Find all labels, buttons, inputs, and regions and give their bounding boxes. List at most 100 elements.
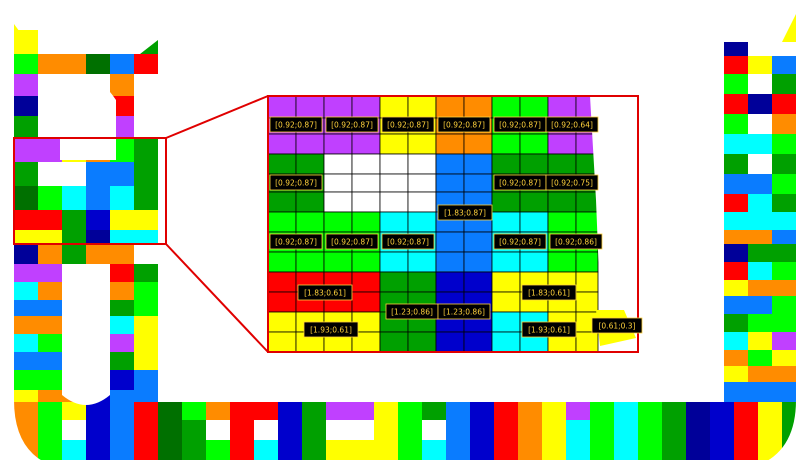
mesh-cell <box>326 440 350 460</box>
zoom-cell <box>379 251 409 273</box>
mesh-cell <box>14 244 38 264</box>
value-label: [0.92;0.87] <box>325 233 379 250</box>
zoom-cell <box>547 191 577 213</box>
mesh-cell <box>14 300 38 316</box>
value-label-text: [0.92;0.87] <box>387 121 429 130</box>
mesh-cell <box>686 420 710 440</box>
window-hole <box>60 79 116 160</box>
mesh-cell <box>772 262 796 280</box>
zoom-cell <box>379 191 409 213</box>
mesh-cell <box>710 402 734 420</box>
mesh-cell <box>86 54 110 74</box>
mesh-cell <box>110 352 134 370</box>
value-label-text: [1.23;0.86] <box>391 308 433 317</box>
mesh-cell <box>772 350 796 366</box>
value-label: [0.92;0.87] <box>269 174 323 191</box>
zoom-cell <box>491 271 521 293</box>
mesh-cell <box>398 402 422 420</box>
mesh-cell <box>38 440 62 460</box>
mesh-cell <box>110 264 134 282</box>
mesh-cell <box>110 244 134 264</box>
mesh-cell <box>724 314 748 332</box>
mesh-cell <box>110 74 134 96</box>
mesh-cell <box>134 334 158 352</box>
zoom-cell <box>379 211 409 233</box>
mesh-cell <box>38 282 62 300</box>
value-label-box <box>325 233 379 250</box>
zoom-cell <box>463 133 493 155</box>
mesh-cell <box>14 230 38 244</box>
zoom-cell <box>435 95 465 119</box>
mesh-cell <box>772 332 796 350</box>
mesh-cell <box>542 402 566 420</box>
mesh-cell <box>748 350 772 366</box>
mesh-cell <box>350 440 374 460</box>
mesh-cell <box>62 244 86 264</box>
mesh-cell <box>710 440 734 460</box>
mesh-cell <box>86 210 110 230</box>
mesh-cell <box>134 162 158 186</box>
mesh-cell <box>158 420 182 440</box>
mesh-cell <box>38 230 62 244</box>
mesh-cell <box>38 264 62 282</box>
value-label: [0.92;0.87] <box>269 233 323 250</box>
zoom-cell <box>295 133 325 155</box>
mesh-cell <box>38 186 62 210</box>
mesh-cell <box>86 230 110 244</box>
mesh-cell <box>134 210 158 230</box>
value-label-box <box>381 233 435 250</box>
zoom-cell <box>267 331 297 353</box>
zoom-cell <box>351 291 381 313</box>
mesh-cell <box>518 402 542 420</box>
zoom-cell <box>351 211 381 233</box>
value-label-box <box>493 233 547 250</box>
mesh-cell <box>134 420 158 440</box>
mesh-cell <box>110 334 134 352</box>
zoom-cell <box>323 153 353 175</box>
value-label-box <box>437 303 491 320</box>
mesh-cell <box>724 94 748 114</box>
value-label: [0.92;0.75] <box>545 174 599 191</box>
zoom-cell <box>351 251 381 273</box>
mesh-cell <box>14 116 38 138</box>
zoom-cell <box>435 331 465 353</box>
value-label: [1.93;0.61] <box>303 321 359 338</box>
mesh-cell <box>422 440 446 460</box>
value-label: [0.92;0.87] <box>437 116 491 133</box>
value-label: [1.23;0.86] <box>385 303 439 320</box>
mesh-cell <box>230 402 254 420</box>
mesh-cell <box>206 402 230 420</box>
mesh-cell <box>110 54 134 74</box>
mesh-cell <box>374 402 398 420</box>
mesh-cell <box>86 420 110 440</box>
value-label: [0.92;0.87] <box>325 116 379 133</box>
value-label-text: [0.61;0.3] <box>598 322 635 331</box>
mesh-cell <box>62 440 86 460</box>
mesh-cell <box>748 262 772 280</box>
zoom-cell <box>379 133 409 155</box>
value-label-box <box>437 116 491 133</box>
zoom-cell <box>267 271 297 293</box>
zoom-cell <box>323 95 353 119</box>
mesh-cell <box>398 440 422 460</box>
mesh-cell <box>724 244 748 262</box>
zoom-cell <box>491 311 521 333</box>
zoom-cell <box>463 251 493 273</box>
mesh-cell <box>134 186 158 210</box>
zoom-cell <box>295 211 325 233</box>
mesh-cell <box>254 402 278 420</box>
zoom-cell <box>519 95 549 119</box>
mesh-cell <box>724 194 748 212</box>
mesh-cell <box>38 402 62 420</box>
zoom-cell <box>575 211 599 233</box>
zoom-cell <box>351 271 381 293</box>
mesh-cell <box>724 366 748 382</box>
mesh-cell <box>110 282 134 300</box>
value-label: [1.83;0.61] <box>297 284 353 301</box>
window-hole <box>62 267 110 405</box>
mesh-cell <box>772 280 796 296</box>
callout-line <box>165 95 269 139</box>
mesh-cell <box>206 440 230 460</box>
mesh-cell <box>724 56 748 74</box>
